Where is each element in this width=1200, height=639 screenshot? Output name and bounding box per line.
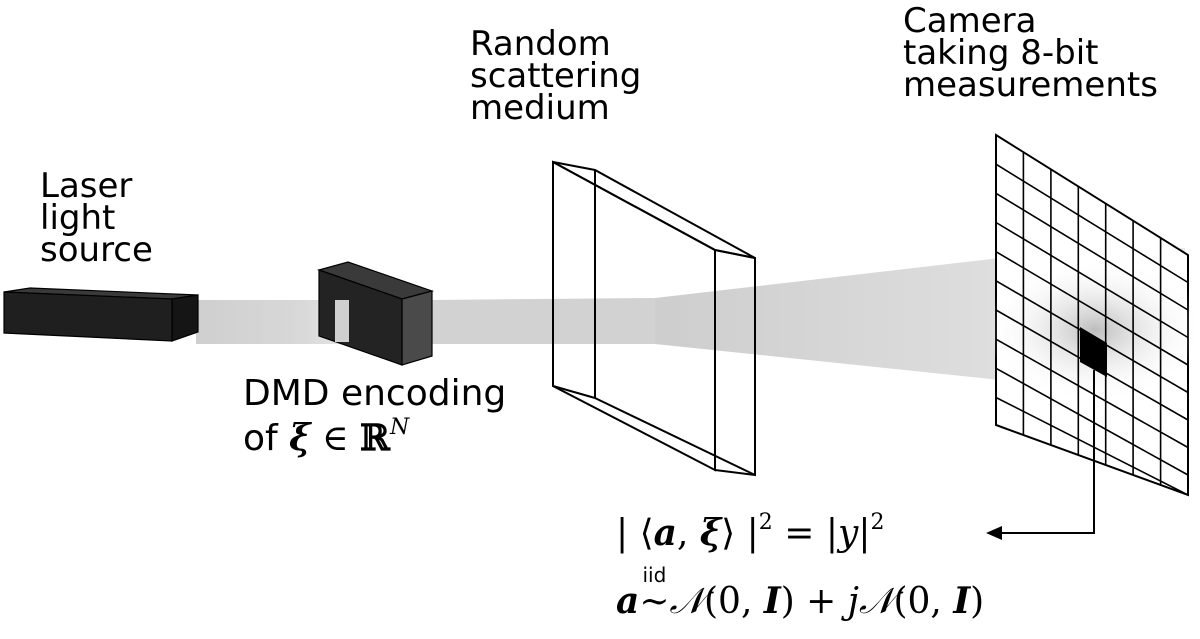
measurement-arrow	[986, 370, 1095, 540]
camera-sensor-grid	[985, 133, 1200, 497]
scattering-medium-label: Random scattering medium	[470, 24, 642, 128]
measurement-equation: | ⟨a, ξ⟩ |2 = |y|2	[616, 510, 885, 555]
dmd-encoding-label: DMD encoding of ξ ∈ ℝN	[243, 372, 506, 461]
highlighted-pixel	[1080, 327, 1107, 377]
dmd-line-1: DMD encoding	[243, 373, 507, 414]
dmd-cube	[316, 261, 435, 366]
camera-label: Camera taking 8-bit measurements	[903, 1, 1158, 105]
laser-source-label: Laser light source	[40, 166, 153, 270]
dmd-line-2: of ξ ∈ ℝN	[243, 415, 410, 460]
scattering-medium-slab	[552, 160, 756, 477]
beam-dmd-to-medium	[430, 298, 655, 344]
laser-source-box	[3, 287, 199, 342]
